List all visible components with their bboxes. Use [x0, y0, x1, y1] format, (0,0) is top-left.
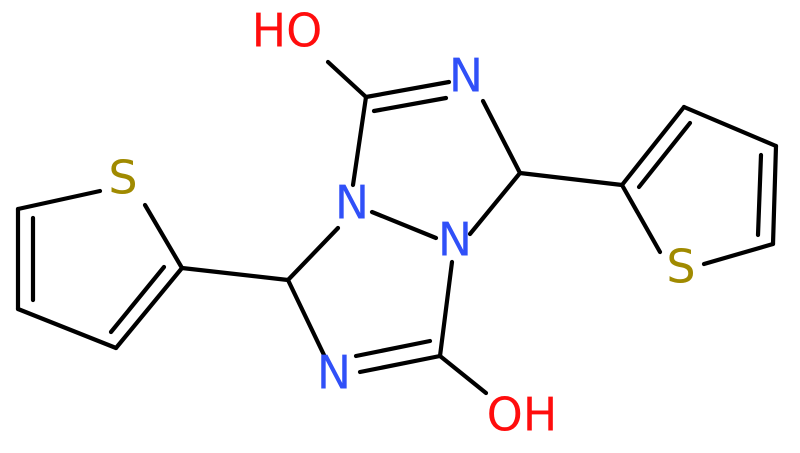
atom-label-s-right: S: [666, 240, 695, 294]
bond-tr-c2-c3-double-b: [636, 120, 693, 190]
bond-tl-c4-c3: [15, 306, 119, 351]
atom-label-s-left: S: [108, 151, 137, 205]
bond-tl-c2-s: [142, 202, 185, 271]
bond-c-oh-bottom: [437, 353, 489, 396]
bond-c-oh-top: [325, 59, 369, 100]
bond-ch-thiophene-right: [517, 170, 625, 188]
bond-c-n-top-double-a: [363, 79, 452, 100]
bond-tl-c3-c2-double-a: [113, 265, 185, 351]
atom-label-n-mid-left: N: [335, 176, 369, 230]
bond-n-n: [369, 209, 439, 241]
bond-n-bottom-c-double-b: [353, 338, 433, 359]
atom-label-n-top: N: [449, 49, 483, 103]
bond-tl-s-c5: [15, 188, 103, 212]
bond-tl-c3-c2-double-b: [108, 264, 167, 335]
atom-label-oh-bottom: OH: [487, 388, 558, 442]
bond-tr-c3-c4: [681, 104, 779, 149]
bond-n-mid-left-ch: [285, 225, 341, 283]
bond-tr-c4-c5-double-b: [755, 152, 764, 238]
bond-ch-thiophene-left: [179, 265, 291, 283]
bond-c-n-top-double-b: [371, 95, 449, 114]
atom-labels: HO N N N N OH S S: [108, 4, 695, 442]
bond-n-top-ch: [480, 98, 523, 176]
bond-n-bottom-c-double-a: [357, 353, 443, 375]
bonds: [15, 59, 779, 396]
bond-tr-c2-c3-double-a: [619, 104, 687, 188]
bond-tr-s-c2: [619, 182, 663, 255]
bond-ch-n-bottom: [285, 277, 327, 358]
atom-label-n-mid-right: N: [438, 213, 472, 267]
bond-tr-c4-c5-double-a: [770, 143, 779, 247]
bond-c-n-mid-left: [350, 94, 369, 188]
atom-label-n-bottom: N: [317, 346, 351, 400]
atom-label-ho-top: HO: [252, 4, 323, 58]
bond-c-n-mid-right: [437, 259, 455, 359]
bond-tr-c5-s: [701, 241, 776, 267]
bond-ch-n-mid-right: [467, 170, 523, 237]
